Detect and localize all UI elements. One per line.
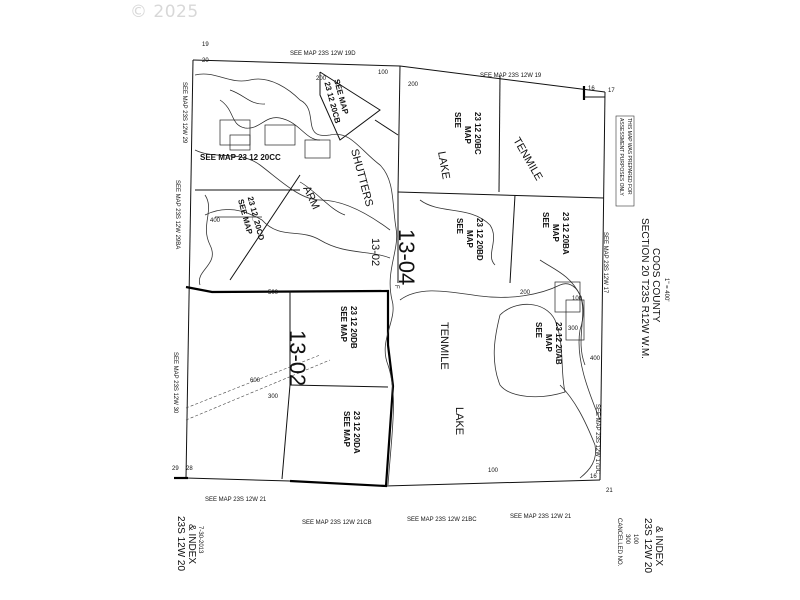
cancelled-num-2: 100 bbox=[632, 534, 638, 545]
see-map-bottom-21r: SEE MAP 23S 12W 21 bbox=[510, 514, 572, 520]
see-map-bottom-21: SEE MAP 23S 12W 21 bbox=[205, 497, 267, 503]
see-map-top-19d: SEE MAP 23S 12W 19D bbox=[290, 51, 356, 57]
lot-number: 300 bbox=[568, 326, 579, 332]
svg-text:SEE: SEE bbox=[455, 218, 464, 235]
code-13-02-big: 13-02 bbox=[285, 330, 310, 386]
subdivision-lines bbox=[195, 65, 605, 480]
index-right-1: 23S 12W 20 bbox=[642, 518, 653, 573]
lot-number: 200 bbox=[520, 290, 531, 296]
see-map-top-19: SEE MAP 23S 12W 19 bbox=[480, 73, 542, 79]
svg-text:MAP: MAP bbox=[463, 126, 472, 144]
svg-text:SEE: SEE bbox=[453, 112, 462, 129]
lot-number: 500 bbox=[268, 290, 279, 296]
code-13-02-small: 13-02 bbox=[369, 238, 381, 266]
lot-number: 400 bbox=[210, 218, 221, 224]
svg-text:ASSESSMENT PURPOSES ONLY: ASSESSMENT PURPOSES ONLY bbox=[618, 118, 624, 197]
lot-number: 100 bbox=[572, 296, 583, 302]
svg-text:16: 16 bbox=[588, 86, 595, 92]
see-map-20ba: SEE MAP 23 12 20BA bbox=[541, 212, 570, 255]
see-map-20db: SEE MAP 23 12 20DB bbox=[339, 306, 358, 349]
copyright-watermark: © 2025 bbox=[130, 2, 199, 22]
lot-number: 200 bbox=[408, 82, 419, 88]
svg-text:19: 19 bbox=[202, 42, 209, 48]
svg-text:MAP: MAP bbox=[465, 230, 474, 248]
see-map-20bd: SEE MAP 23 12 20BD bbox=[455, 218, 484, 261]
cancelled-label: CANCELLED NO. bbox=[616, 518, 622, 567]
see-map-left-29ba: SEE MAP 23S 12W 29BA bbox=[174, 180, 180, 249]
svg-text:23 12 20BC: 23 12 20BC bbox=[473, 112, 482, 155]
code-13-04-suffix: F bbox=[393, 285, 399, 289]
see-map-labels: SEE MAP 23S 12W 19D SEE MAP 23S 12W 19 S… bbox=[172, 51, 608, 526]
tenmile-mid-label: TENMILE bbox=[438, 322, 450, 370]
svg-text:16: 16 bbox=[590, 474, 597, 480]
see-map-right-17: SEE MAP 23S 12W 17 bbox=[602, 232, 608, 294]
see-map-bottom-21bc: SEE MAP 23S 12W 21BC bbox=[407, 517, 477, 523]
cancelled-num-1: 300 bbox=[624, 534, 630, 545]
svg-text:20: 20 bbox=[202, 58, 209, 64]
lot-numbers: 200 100 200 400 500 200 100 300 600 300 … bbox=[210, 70, 601, 474]
index-right-2: & INDEX bbox=[653, 526, 664, 566]
lot-number: 100 bbox=[378, 70, 389, 76]
tax-codes: 13-04 F 13-02 13-02 bbox=[285, 229, 419, 386]
svg-text:21: 21 bbox=[606, 488, 613, 494]
svg-text:23 12 20BA: 23 12 20BA bbox=[561, 212, 570, 255]
lot-number: 200 bbox=[316, 76, 327, 82]
assessment-note: THIS MAP WAS PREPARED FOR ASSESSMENT PUR… bbox=[615, 115, 635, 207]
title-block: SECTION 20 T23S R12W W.M. COOS COUNTY 1"… bbox=[175, 218, 669, 573]
lot-cluster bbox=[219, 119, 585, 341]
see-map-bottom-21cb: SEE MAP 23S 12W 21CB bbox=[302, 520, 372, 526]
code-area-boundary bbox=[185, 285, 395, 488]
place-names: SHUTTERS ARM LAKE TENMILE TENMILE LAKE bbox=[300, 136, 544, 436]
shutters-label: SHUTTERS bbox=[348, 148, 375, 208]
svg-text:23 12 20DB: 23 12 20DB bbox=[349, 306, 358, 349]
svg-text:17: 17 bbox=[608, 88, 615, 94]
svg-text:SEE: SEE bbox=[541, 212, 550, 229]
see-map-20da: SEE MAP 23 12 20DA bbox=[342, 411, 361, 454]
lake-mid-label: LAKE bbox=[453, 407, 465, 435]
see-map-20cd: SEE MAP 23 12_20CD bbox=[236, 196, 266, 242]
svg-text:23 12 20AB: 23 12 20AB bbox=[554, 322, 563, 365]
svg-text:SEE: SEE bbox=[534, 322, 543, 339]
see-map-20ab: SEE MAP 23 12 20AB bbox=[534, 322, 563, 365]
svg-text:SEE MAP: SEE MAP bbox=[339, 306, 348, 343]
svg-text:23 12 20BD: 23 12 20BD bbox=[475, 218, 484, 261]
arm-label: ARM bbox=[300, 184, 321, 211]
svg-text:MAP: MAP bbox=[544, 334, 553, 352]
index-left-2: & INDEX bbox=[186, 524, 197, 564]
lot-number: 400 bbox=[590, 356, 601, 362]
see-map-right-17dc: SEE MAP 23S 12W 17DC bbox=[594, 404, 600, 475]
tenmile-top-label: TENMILE bbox=[510, 136, 544, 183]
map-scale: 1" = 400' bbox=[663, 278, 669, 301]
section-title: SECTION 20 T23S R12W W.M. bbox=[639, 218, 650, 359]
see-map-20cc: SEE MAP 23 12 20CC bbox=[200, 153, 281, 162]
county-title: COOS COUNTY bbox=[650, 248, 661, 323]
lot-number: 600 bbox=[250, 378, 261, 384]
svg-text:SEE MAP: SEE MAP bbox=[342, 411, 351, 448]
see-map-20bc: SEE MAP 23 12 20BC bbox=[453, 112, 482, 155]
lot-number: 300 bbox=[268, 394, 279, 400]
svg-text:MAP: MAP bbox=[551, 224, 560, 242]
section-corners: 19 20 16 17 29 28 16 21 bbox=[172, 42, 615, 494]
lake-shoreline bbox=[185, 73, 601, 486]
svg-text:28: 28 bbox=[186, 466, 193, 472]
lake-top-label: LAKE bbox=[435, 150, 452, 180]
see-map-20cb: SEE MAP 23 12 20CB bbox=[322, 78, 350, 124]
svg-text:THIS MAP WAS PREPARED FOR: THIS MAP WAS PREPARED FOR bbox=[626, 118, 632, 195]
code-13-04: 13-04 bbox=[394, 229, 419, 285]
map-date: 7-30-2013 bbox=[197, 526, 203, 554]
svg-text:23 12 20DA: 23 12 20DA bbox=[352, 411, 361, 454]
see-map-left-30: SEE MAP 23S 12W 30 bbox=[172, 352, 178, 414]
index-left-1: 23S 12W 20 bbox=[175, 516, 186, 571]
lot-number: 100 bbox=[488, 468, 499, 474]
see-map-left-29: SEE MAP 23S 12W 29 bbox=[181, 82, 187, 144]
svg-text:29: 29 bbox=[172, 466, 179, 472]
